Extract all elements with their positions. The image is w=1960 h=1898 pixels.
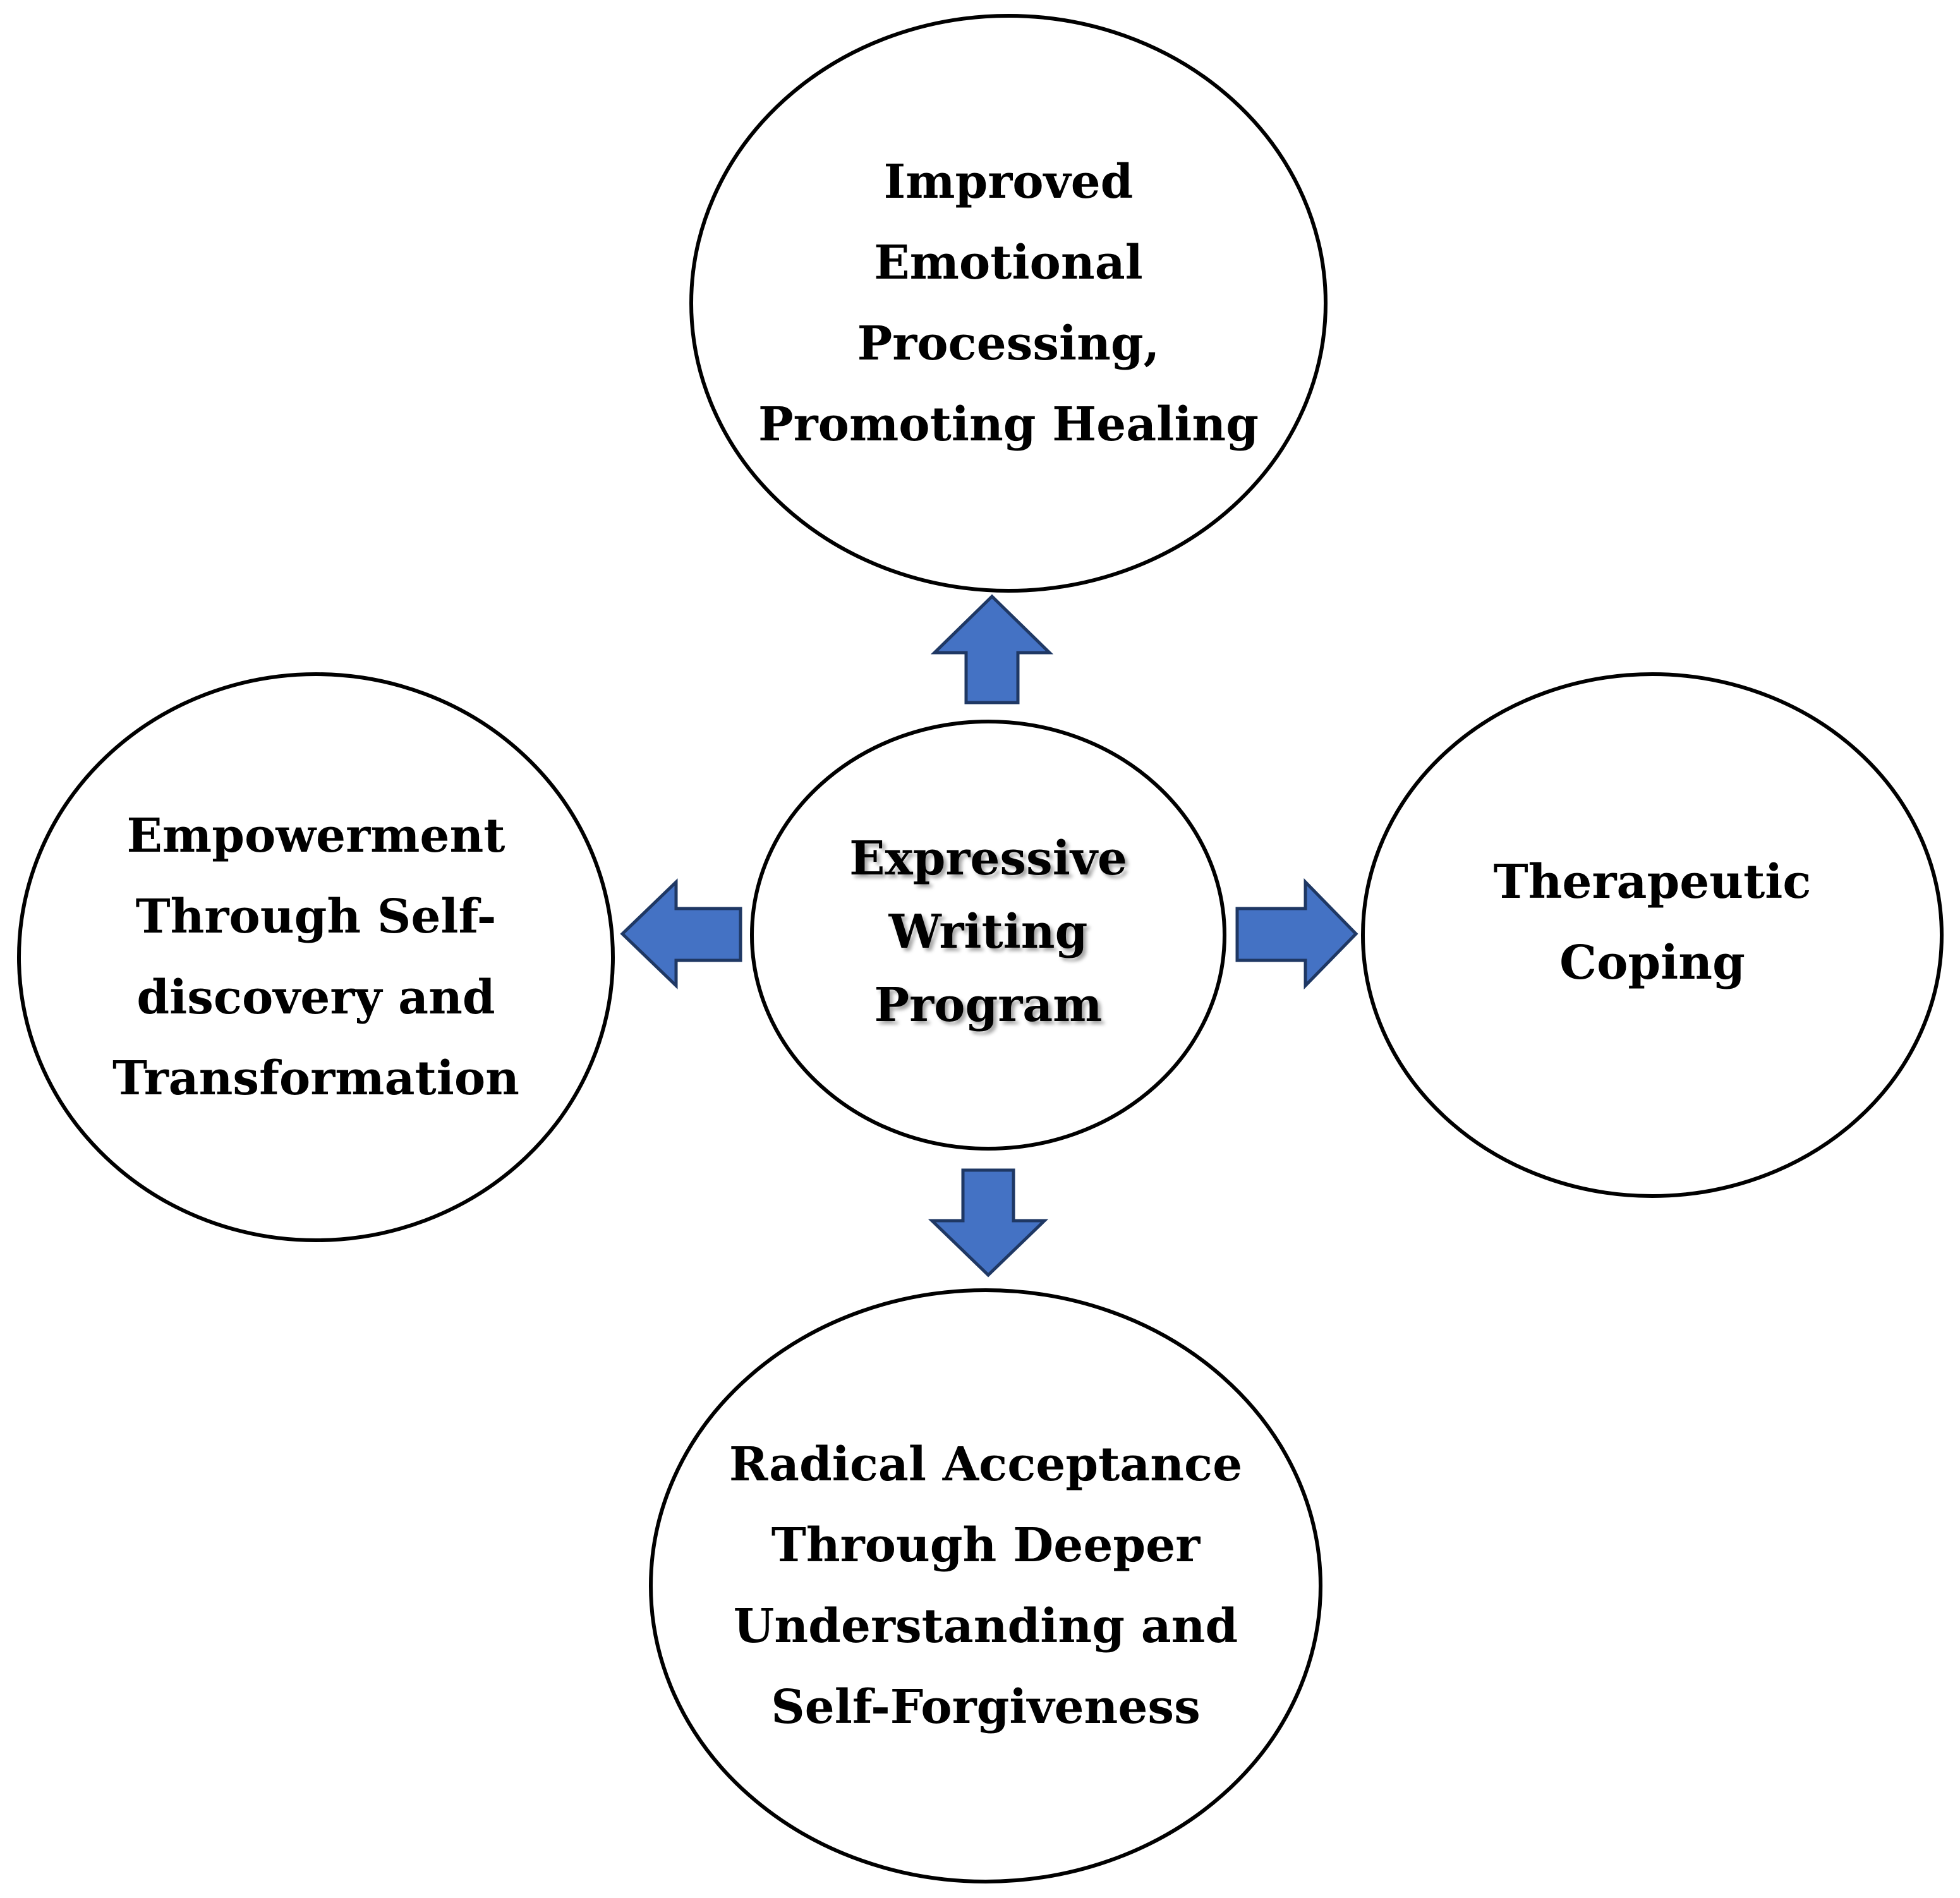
right-outcome-label: Therapeutic Coping [1493,855,1812,990]
top-outcome-label: Improved Emotional Processing, Promoting… [758,155,1259,452]
center-program-ellipse [750,720,1226,1151]
arrow-down-icon [928,1168,1049,1278]
bottom-outcome-label: Radical Acceptance Through Deeper Unders… [729,1437,1243,1734]
top-outcome-ellipse [689,14,1328,593]
right-outcome-ellipse [1361,672,1944,1198]
arrow-right-icon [1235,878,1358,990]
left-outcome-label: Empowerment Through Self- discovery and … [112,809,519,1106]
center-program-label: Expressive Writing Program [849,831,1127,1032]
arrow-up-icon [930,594,1054,704]
left-outcome-ellipse [17,672,615,1242]
bottom-outcome-ellipse [649,1288,1322,1883]
arrow-left-icon [620,878,742,989]
